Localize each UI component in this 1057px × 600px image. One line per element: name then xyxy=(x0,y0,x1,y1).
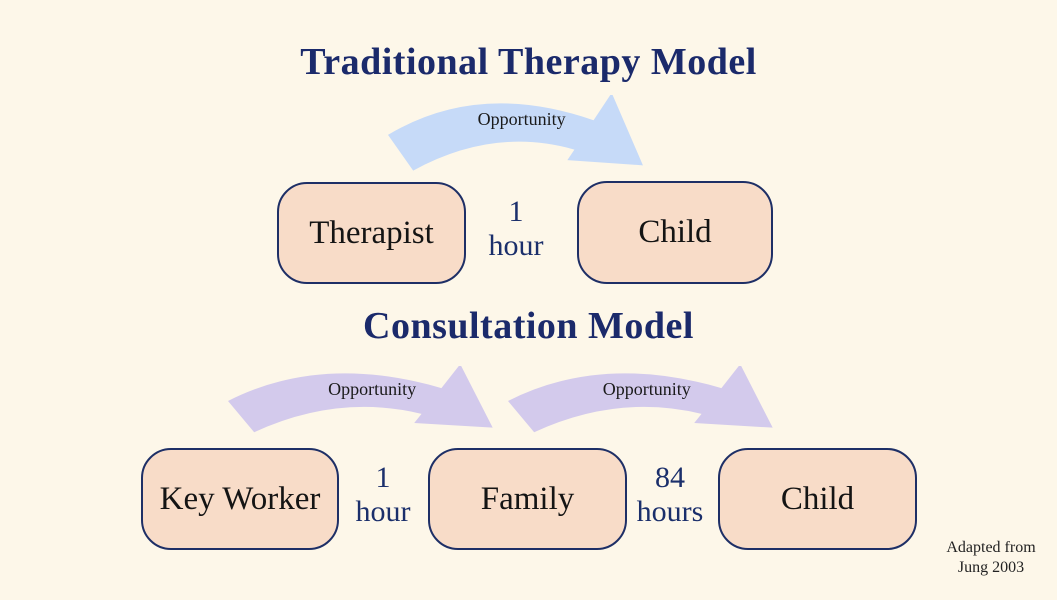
curved-arrow-icon xyxy=(228,366,493,433)
child-label: Child xyxy=(638,214,712,250)
duration-consultation-1: 1 hour xyxy=(333,461,433,529)
duration-value: 84 xyxy=(655,461,685,494)
duration-traditional: 1 hour xyxy=(466,195,566,263)
family-box: Family xyxy=(428,448,627,550)
key-worker-label: Key Worker xyxy=(159,480,321,517)
duration-value: 1 xyxy=(508,195,524,228)
duration-value: 1 xyxy=(375,461,391,494)
traditional-model-title: Traditional Therapy Model xyxy=(300,41,757,83)
attribution-note: Adapted from Jung 2003 xyxy=(911,538,1057,578)
curved-arrow-icon xyxy=(388,95,643,171)
opportunity-arrow-consultation-1: Opportunity xyxy=(228,366,500,458)
child-label: Child xyxy=(780,480,855,517)
duration-unit: hours xyxy=(636,495,704,528)
child-box-consultation: Child xyxy=(718,448,917,550)
duration-consultation-2: 84 hours xyxy=(620,461,720,529)
opportunity-label-consultation-1: Opportunity xyxy=(328,379,417,399)
duration-unit: hour xyxy=(355,495,411,528)
opportunity-arrow-consultation-2: Opportunity xyxy=(508,366,780,458)
attribution-line-1: Adapted from xyxy=(946,539,1036,556)
curved-arrow-icon xyxy=(508,366,773,433)
therapist-box: Therapist xyxy=(277,182,466,284)
key-worker-box: Key Worker xyxy=(141,448,339,550)
duration-unit: hour xyxy=(488,229,544,262)
opportunity-label-consultation-2: Opportunity xyxy=(602,379,691,399)
attribution-line-2: Jung 2003 xyxy=(957,559,1025,576)
consultation-model-title: Consultation Model xyxy=(363,305,694,347)
opportunity-arrow-traditional: Opportunity xyxy=(388,95,650,200)
family-label: Family xyxy=(480,480,575,517)
opportunity-label-traditional: Opportunity xyxy=(477,109,566,129)
child-box-traditional: Child xyxy=(577,181,773,284)
therapist-label: Therapist xyxy=(309,214,434,251)
